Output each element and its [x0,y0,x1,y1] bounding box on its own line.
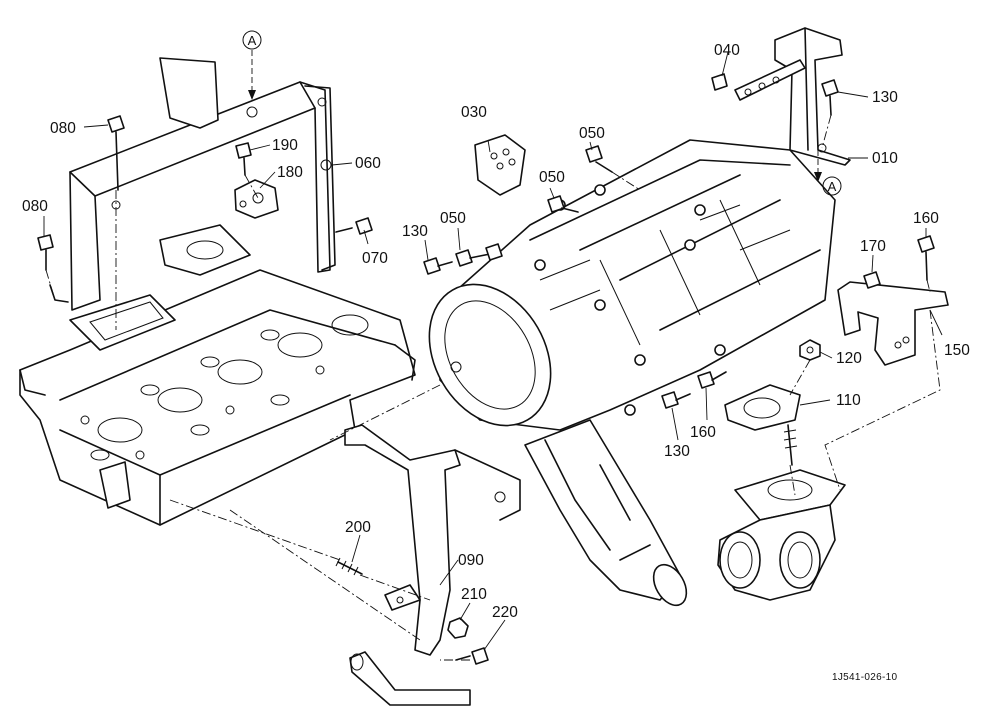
outlet-pipe [524,419,688,607]
bracket-090 [344,424,521,656]
bolt-160b [697,371,727,389]
callout-120: 120 [836,350,862,367]
support-frame [49,57,336,311]
callout-080a: 080 [50,120,76,137]
reference-mark-label: A [248,33,257,48]
callout-050a: 050 [579,125,605,142]
callout-050b: 050 [539,169,565,186]
drawing-code: 1J541-026-10 [832,672,897,683]
callout-200: 200 [345,519,371,536]
reference-mark-right: A [814,150,842,196]
callout-130b: 130 [872,89,898,106]
bolt-220 [455,647,489,665]
bolt-080a [107,115,125,191]
exhaust-elbow [717,469,846,601]
callout-010: 010 [872,150,898,167]
bolt-130a [423,257,453,275]
bolt-070 [335,217,373,235]
callout-160b: 160 [690,424,716,441]
callout-180: 180 [277,164,303,181]
bolt-050b [547,195,579,213]
nut-210 [447,617,469,639]
bolt-080b [37,234,54,271]
callout-060: 060 [355,155,381,172]
callout-labels: 080 080 190 180 060 070 030 050 050 050 … [22,42,970,621]
stud-200 [335,557,363,576]
intake-flange [69,224,251,351]
callout-150: 150 [944,342,970,359]
callout-080b: 080 [22,198,48,215]
bolt-040 [711,73,728,91]
callout-110: 110 [836,392,861,409]
bracket-180 [234,179,279,219]
callout-030: 030 [461,104,487,121]
alignment-lines [45,114,941,661]
leader-lines [43,51,943,651]
reference-mark-top: A [242,30,262,100]
callout-160a: 160 [913,210,939,227]
callout-130a: 130 [402,223,428,240]
callout-050c: 050 [440,210,466,227]
bracket-030 [474,134,526,196]
reference-mark-label: A [828,179,837,194]
callout-220: 220 [492,604,518,621]
callout-090: 090 [458,552,484,569]
bolt-190 [235,142,252,176]
bolt-130b [821,79,839,116]
bolt-050c [455,243,503,267]
bolt-050a [585,145,613,173]
gasket-110 [724,384,801,431]
bolt-130c [661,391,691,409]
callout-040: 040 [714,42,740,59]
lower-pipe [349,651,471,706]
bracket-150 [837,235,949,366]
callout-170: 170 [860,238,886,255]
callout-070: 070 [362,250,388,267]
callout-130c: 130 [664,443,690,460]
top-bracket [734,27,851,166]
nut-120 [799,339,821,361]
muffler-body [428,139,836,431]
callout-190: 190 [272,137,298,154]
stud [783,424,798,466]
callout-210: 210 [461,586,487,603]
